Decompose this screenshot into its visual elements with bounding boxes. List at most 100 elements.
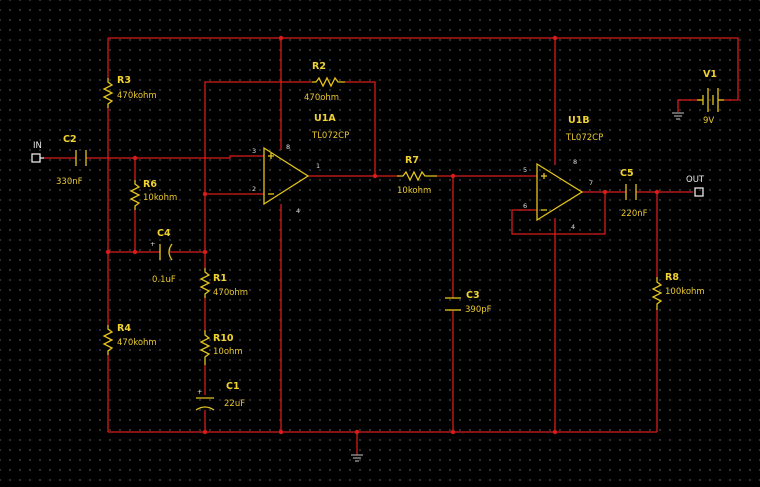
junction — [450, 173, 456, 179]
r4-ref: R4 — [117, 323, 131, 334]
u1a-pin-2: 2 — [252, 185, 256, 193]
resistor-r8[interactable]: R8 100kohm — [651, 272, 705, 310]
out-port-label: OUT — [686, 175, 705, 185]
c2-value: 330nF — [56, 177, 83, 187]
wire-u1b-feedback — [511, 192, 606, 235]
r1-ref: R1 — [213, 273, 227, 284]
u1a-ref: U1A — [314, 113, 336, 124]
r10-value: 10ohm — [213, 347, 243, 357]
c4-value: 0.1uF — [152, 275, 176, 285]
in-port-symbol — [31, 153, 41, 163]
u1b-pin-8: 8 — [573, 158, 577, 166]
r2-zigzag — [312, 76, 345, 88]
opamp-u1a[interactable]: 3 2 8 1 4 U1A TL072CP — [252, 113, 349, 215]
r1-zigzag — [199, 268, 211, 298]
r3-zigzag — [102, 78, 114, 108]
r10-zigzag — [199, 330, 211, 365]
c1-polarity: + — [197, 388, 202, 396]
junction — [105, 249, 111, 255]
out-port-symbol — [694, 187, 704, 197]
u1b-pin-7: 7 — [589, 179, 593, 187]
c4-curved-plate — [168, 243, 173, 261]
junction — [602, 189, 608, 195]
c5-ref: C5 — [620, 168, 634, 179]
junction — [552, 429, 558, 435]
u1b-ref: U1B — [568, 115, 590, 126]
junction — [202, 191, 208, 197]
r3-value: 470kohm — [117, 91, 157, 101]
r8-zigzag — [651, 277, 663, 310]
junction — [278, 35, 284, 41]
ground-symbol-v1 — [672, 112, 684, 120]
u1a-pin-1: 1 — [316, 162, 320, 170]
r10-ref: R10 — [213, 333, 234, 344]
in-port-label: IN — [33, 141, 42, 151]
c5-value: 220nF — [621, 209, 648, 219]
u1b-value: TL072CP — [565, 133, 603, 143]
capacitor-c5[interactable]: C5 220nF — [620, 168, 648, 219]
wire-r2-output — [345, 81, 376, 176]
junction — [552, 35, 558, 41]
u1a-triangle — [263, 146, 310, 206]
battery-v1[interactable]: V1 9V — [697, 69, 724, 126]
r2-value: 470ohm — [304, 93, 339, 103]
junction — [450, 429, 456, 435]
r3-ref: R3 — [117, 75, 131, 86]
junction — [202, 429, 208, 435]
capacitor-c2[interactable]: C2 330nF — [56, 134, 87, 187]
r6-ref: R6 — [143, 179, 157, 190]
junction — [654, 189, 660, 195]
c1-ref: C1 — [226, 381, 240, 392]
capacitor-c4[interactable]: + C4 0.1uF — [150, 228, 176, 285]
c2-ref: C2 — [63, 134, 77, 145]
v1-ref: V1 — [703, 69, 717, 80]
wire-top-rail — [108, 37, 739, 101]
opamp-u1b[interactable]: 5 6 8 7 4 U1B TL072CP — [523, 115, 603, 231]
r7-zigzag — [397, 170, 437, 182]
wire-c2-to-plus — [86, 155, 264, 159]
r6-value: 10kohm — [143, 193, 177, 203]
resistor-r6[interactable]: R6 10kohm — [129, 179, 177, 210]
r1-value: 470ohm — [213, 288, 248, 298]
resistor-r1[interactable]: R1 470ohm — [199, 268, 248, 298]
c1-value: 22uF — [224, 399, 245, 409]
c3-value: 390pF — [465, 305, 492, 315]
resistor-r2[interactable]: R2 470ohm — [304, 61, 345, 103]
capacitor-c3[interactable]: C3 390pF — [445, 290, 492, 315]
u1b-pin-4: 4 — [571, 223, 575, 231]
wire-feedback-r2 — [204, 81, 312, 268]
r8-ref: R8 — [665, 272, 679, 283]
resistor-r10[interactable]: R10 10ohm — [199, 330, 243, 365]
c4-polarity: + — [150, 240, 155, 248]
junction — [202, 249, 208, 255]
junction — [354, 429, 360, 435]
r2-ref: R2 — [312, 61, 326, 72]
junctions — [105, 35, 660, 435]
u1b-pin-6: 6 — [523, 202, 527, 210]
r4-zigzag — [102, 325, 114, 355]
wire-v1-negative — [677, 99, 697, 112]
u1a-value: TL072CP — [311, 131, 349, 141]
u1a-pin-3: 3 — [252, 147, 256, 155]
u1b-pin-5: 5 — [523, 166, 527, 174]
out-port[interactable]: OUT — [686, 175, 705, 197]
resistor-r7[interactable]: R7 10kohm — [397, 155, 437, 196]
resistor-r4[interactable]: R4 470kohm — [102, 323, 157, 355]
u1b-triangle — [536, 162, 584, 222]
ground-symbol-main — [351, 454, 363, 462]
r8-value: 100kohm — [665, 287, 705, 297]
resistor-r3[interactable]: R3 470kohm — [102, 75, 157, 108]
v1-value: 9V — [703, 116, 714, 126]
junction — [372, 173, 378, 179]
in-port[interactable]: IN — [31, 141, 44, 163]
junction — [132, 155, 138, 161]
r7-ref: R7 — [405, 155, 419, 166]
c4-ref: C4 — [157, 228, 171, 239]
junction — [278, 429, 284, 435]
junction — [132, 249, 138, 255]
c1-curved-plate — [195, 406, 215, 411]
capacitor-c1[interactable]: + C1 22uF — [195, 381, 245, 411]
r4-value: 470kohm — [117, 338, 157, 348]
